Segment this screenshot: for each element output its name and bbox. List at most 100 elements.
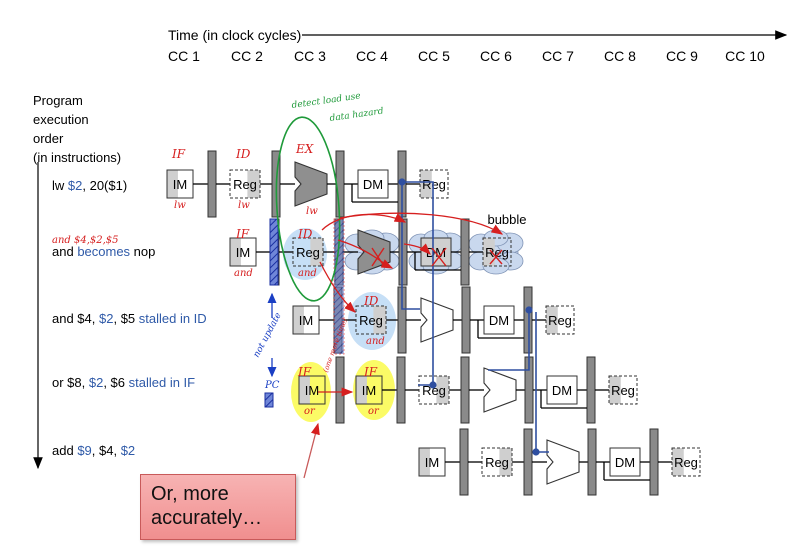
callout-line-2: accurately… xyxy=(151,507,263,529)
callout-line-1: Or, more xyxy=(151,483,229,505)
reg-write-stage-label: Reg xyxy=(548,313,572,328)
pipeline-register xyxy=(335,356,345,424)
reg-write-stage-label: Reg xyxy=(611,383,635,398)
red-cross-1 xyxy=(371,247,385,267)
note-and-row3: and xyxy=(366,336,385,347)
im-stage-label: IM xyxy=(425,455,439,470)
instruction-label: add $9, $4, $2 xyxy=(52,443,135,458)
note-if-row4b: IF xyxy=(363,365,378,379)
pipeline-register xyxy=(523,286,533,354)
pipeline-register xyxy=(649,428,659,496)
red-arrow-4 xyxy=(403,243,431,255)
red-cross-2 xyxy=(431,247,447,267)
reg-read-stage-label: Reg xyxy=(296,245,320,260)
cycle-label: CC 8 xyxy=(604,48,636,64)
dm-stage: DM xyxy=(546,375,578,405)
im-stage-label: IM xyxy=(299,313,313,328)
im-stage-label: IM xyxy=(173,177,187,192)
reg-read-stage-label: Reg xyxy=(485,455,509,470)
reg-write-stage: Reg xyxy=(671,447,701,477)
im-stage-label: IM xyxy=(362,383,376,398)
cycle-label: CC 6 xyxy=(480,48,512,64)
im-stage: IM xyxy=(166,169,194,199)
reg-write-stage-label: Reg xyxy=(674,455,698,470)
dm-stage-label: DM xyxy=(552,383,572,398)
dm-stage: DM xyxy=(609,447,641,477)
note-or-row4b: or xyxy=(368,406,380,417)
cycle-label: CC 7 xyxy=(542,48,574,64)
im-stage-stalled-label: IM xyxy=(305,383,319,398)
dm-stage-label: DM xyxy=(363,177,383,192)
instruction-label: and $4, $2, $5 stalled in ID xyxy=(52,311,207,326)
red-cross-3 xyxy=(489,249,503,265)
note-lw-row1a: lw xyxy=(174,200,186,211)
dm-stage: DM xyxy=(483,305,515,335)
pipeline-register xyxy=(396,356,406,424)
forwarding-paths xyxy=(398,178,549,456)
pipeline-register xyxy=(460,218,470,286)
forward-dot-1 xyxy=(398,178,406,186)
reg-write-stage: Reg xyxy=(608,375,638,405)
alu-stage xyxy=(483,367,517,413)
note-if-row2: IF xyxy=(235,227,250,241)
im-stage: IM xyxy=(229,237,257,267)
green-note-line1: detect load use xyxy=(291,91,361,111)
note-id-row2: ID xyxy=(297,227,313,241)
pipeline-register xyxy=(586,356,596,424)
forward-dot-3 xyxy=(525,306,533,314)
reg-read-stage-label: Reg xyxy=(233,177,257,192)
forward-line-3 xyxy=(488,310,530,371)
program-order-line: (in instructions) xyxy=(33,150,121,165)
reg-write-stage-label: Reg xyxy=(485,245,509,260)
alu-stage xyxy=(294,161,328,207)
im-stage: IM xyxy=(292,305,320,335)
pipeline-register xyxy=(461,286,471,354)
cycle-label: CC 10 xyxy=(725,48,765,64)
pipeline-register xyxy=(460,356,470,424)
note-pc: PC xyxy=(264,380,280,391)
red-arrow-3 xyxy=(337,239,394,269)
cycle-label: CC 2 xyxy=(231,48,263,64)
note-lw-row1c: lw xyxy=(306,206,318,217)
reg-read-stage-label: Reg xyxy=(422,383,446,398)
note-if-row4a: IF xyxy=(297,365,312,379)
reg-read-stage: Reg xyxy=(418,375,450,405)
callout-pointer xyxy=(303,422,320,479)
reg-read-stage: Reg xyxy=(292,237,324,267)
alu-stage xyxy=(420,297,454,343)
pipeline-register xyxy=(587,428,597,496)
instruction-label: lw $2, 20($1) xyxy=(52,178,127,193)
reg-write-stage-label: Reg xyxy=(422,177,446,192)
green-note-line2: data hazard xyxy=(329,106,384,123)
note-id-row3: ID xyxy=(363,294,379,308)
stalled-if-id-register xyxy=(269,218,279,286)
callout-box: Or, more accurately… xyxy=(140,474,296,540)
instruction-label: and becomes nop xyxy=(52,244,155,259)
dm-stage-label: DM xyxy=(615,455,635,470)
im-stage: IM xyxy=(418,447,446,477)
reg-read-stage-label: Reg xyxy=(359,313,383,328)
pipeline-stages: IMRegDMRegIMRegDMRegIMRegDMRegIMRegDMReg… xyxy=(166,150,701,496)
reg-write-stage: Reg xyxy=(545,305,575,335)
dm-stage: DM xyxy=(357,169,389,199)
cycle-label: CC 3 xyxy=(294,48,326,64)
note-and-row2b: and xyxy=(298,268,317,279)
reg-write-stage: Reg xyxy=(482,237,512,267)
pipeline-register xyxy=(459,428,469,496)
note-and-regs: and $4,$2,$5 xyxy=(52,235,119,246)
pipeline-register xyxy=(207,150,217,218)
pipeline-register xyxy=(523,428,533,496)
note-not-update: not update xyxy=(252,311,284,359)
red-arrow-2 xyxy=(339,212,504,235)
pc-box xyxy=(264,392,274,408)
alu-stage xyxy=(546,439,580,485)
forward-line-1 xyxy=(402,181,434,386)
program-order-line: order xyxy=(33,131,64,146)
reg-write-stage: Reg xyxy=(419,169,449,199)
reg-read-stage: Reg xyxy=(481,447,513,477)
forward-line-2 xyxy=(401,182,420,310)
time-axis-title: Time (in clock cycles) xyxy=(168,27,301,43)
pipeline-register xyxy=(398,218,408,286)
